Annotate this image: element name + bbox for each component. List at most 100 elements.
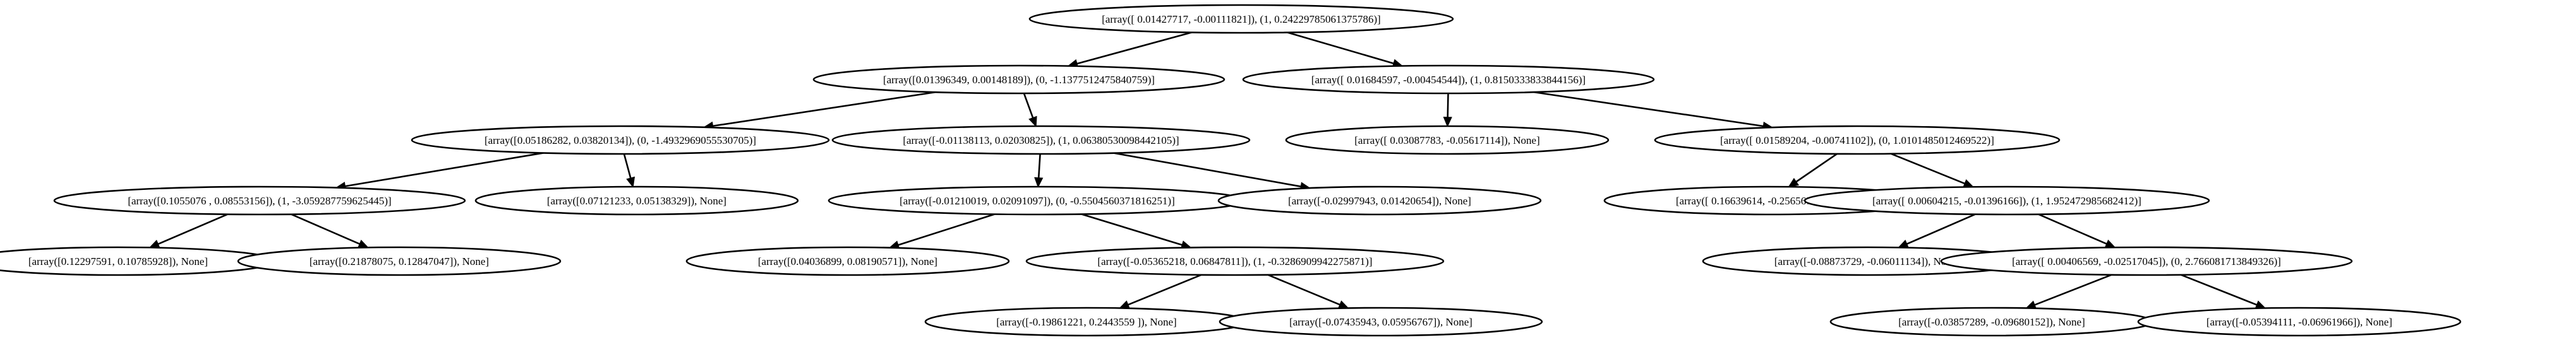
node-label: [array([-0.05394111, -0.06961966]), None… xyxy=(2206,316,2392,328)
edge-line xyxy=(1023,93,1034,119)
node-ellipse xyxy=(1803,185,2210,216)
tree-edge-n2-n6 xyxy=(1533,91,1774,131)
arrowhead-icon xyxy=(1788,177,1800,188)
node-label: [array([ 0.01589204, -0.00741102]), (0, … xyxy=(1720,134,1994,146)
tree-edge-n7-n14 xyxy=(291,213,370,249)
tree-nodes: [array([ 0.01427717, -0.00111821]), (1, … xyxy=(0,4,2462,337)
node-label: [array([-0.03857289, -0.09680152]), None… xyxy=(1898,316,2085,328)
edge-line xyxy=(1267,274,1340,306)
tree-edge-n12-n18 xyxy=(2038,213,2116,249)
node-label: [array([ 0.01427717, -0.00111821]), (1, … xyxy=(1102,13,1381,25)
edge-line xyxy=(1037,153,1041,179)
tree-edge-n18-n21 xyxy=(2025,274,2112,309)
node-label: [array([0.12297591, 0.10785928]), None] xyxy=(28,255,208,267)
node-ellipse xyxy=(1940,246,2353,276)
edge-line xyxy=(2181,274,2258,306)
arrowhead-icon xyxy=(1443,117,1452,127)
edge-line xyxy=(291,213,361,245)
node-label: [array([-0.19861221, 0.2443559 ]), None] xyxy=(996,316,1177,328)
node-label: [array([0.05186282, 0.03820134]), (0, -1… xyxy=(485,134,756,146)
node-ellipse xyxy=(1219,307,1543,337)
tree-edge-n3-n7 xyxy=(335,152,544,191)
arrowhead-icon xyxy=(626,176,635,188)
node-ellipse xyxy=(474,185,799,216)
edge-line xyxy=(1533,91,1764,127)
edge-line xyxy=(1906,213,1976,245)
edge-line xyxy=(2034,274,2112,306)
node-ellipse xyxy=(1028,4,1454,34)
edge-line xyxy=(1113,152,1301,187)
node-label: [array([-0.08873729, -0.06011134]), None… xyxy=(1774,255,1960,267)
node-label: [array([0.04036899, 0.08190571]), None] xyxy=(758,255,937,267)
tree-node-n10: [array([-0.02997943, 0.01420654]), None] xyxy=(1217,185,1542,216)
node-label: [array([-0.07435943, 0.05956767]), None] xyxy=(1289,316,1472,328)
edge-line xyxy=(713,91,936,127)
node-label: [array([0.21878075, 0.12847047]), None] xyxy=(310,255,489,267)
tree-edge-n4-n10 xyxy=(1113,152,1311,191)
tree-node-n12: [array([ 0.00604215, -0.01396166]), (1, … xyxy=(1803,185,2210,216)
arrowhead-icon xyxy=(1028,115,1037,127)
tree-node-n13: [array([0.12297591, 0.10785928]), None] xyxy=(0,246,277,276)
edge-line xyxy=(1795,153,1838,183)
tree-edge-n4-n9 xyxy=(1034,153,1044,188)
tree-node-n20: [array([-0.07435943, 0.05956767]), None] xyxy=(1219,307,1543,337)
edge-line xyxy=(2038,213,2107,245)
node-ellipse xyxy=(812,64,1225,95)
node-ellipse xyxy=(1242,64,1655,95)
tree-edge-n0-n1 xyxy=(1067,32,1192,68)
arrowhead-icon xyxy=(1034,177,1044,188)
tree-node-n16: [array([-0.05365218, 0.06847811]), (1, -… xyxy=(1025,246,1445,276)
edge-line xyxy=(623,153,632,179)
edge-line xyxy=(898,213,996,246)
node-ellipse xyxy=(411,125,830,155)
edge-line xyxy=(344,152,544,187)
tree-edge-n6-n11 xyxy=(1788,153,1838,188)
arrowhead-icon xyxy=(2104,239,2116,249)
tree-node-n19: [array([-0.19861221, 0.2443559 ]), None] xyxy=(924,307,1249,337)
tree-edge-n12-n17 xyxy=(1897,213,1976,249)
tree-node-n18: [array([ 0.00406569, -0.02517045]), (0, … xyxy=(1940,246,2353,276)
node-label: [array([-0.02997943, 0.01420654]), None] xyxy=(1288,195,1471,207)
tree-edge-n16-n20 xyxy=(1267,274,1349,309)
arrowhead-icon xyxy=(1897,239,1910,249)
tree-node-n3: [array([0.05186282, 0.03820134]), (0, -1… xyxy=(411,125,830,155)
node-label: [array([0.01396349, 0.00148189]), (0, -1… xyxy=(883,74,1155,86)
node-label: [array([-0.01138113, 0.02030825]), (1, 0… xyxy=(903,134,1179,146)
tree-edge-n18-n22 xyxy=(2181,274,2266,309)
arrowhead-icon xyxy=(148,240,160,249)
tree-edge-n1-n3 xyxy=(702,91,936,131)
edge-line xyxy=(1128,274,1202,306)
node-label: [array([ 0.03087783, -0.05617114]), None… xyxy=(1354,134,1539,146)
node-ellipse xyxy=(1285,125,1610,155)
tree-node-n5: [array([ 0.03087783, -0.05617114]), None… xyxy=(1285,125,1610,155)
edge-line xyxy=(1891,153,1965,185)
tree-edge-n7-n13 xyxy=(148,213,228,249)
tree-node-n0: [array([ 0.01427717, -0.00111821]), (1, … xyxy=(1028,4,1454,34)
arrowhead-icon xyxy=(1118,300,1131,309)
node-ellipse xyxy=(53,185,466,216)
node-ellipse xyxy=(237,246,562,276)
tree-node-n1: [array([0.01396349, 0.00148189]), (0, -1… xyxy=(812,64,1225,95)
tree-node-n2: [array([ 0.01684597, -0.00454544]), (1, … xyxy=(1242,64,1655,95)
node-ellipse xyxy=(831,125,1251,155)
tree-edge-n6-n12 xyxy=(1891,153,1975,188)
node-label: [array([-0.05365218, 0.06847811]), (1, -… xyxy=(1097,255,1372,267)
node-ellipse xyxy=(1654,125,2061,155)
arrowhead-icon xyxy=(1963,179,1975,188)
node-label: [array([0.07121233, 0.05138329]), None] xyxy=(547,195,726,207)
tree-edge-n3-n8 xyxy=(623,153,635,188)
tree-node-n21: [array([-0.03857289, -0.09680152]), None… xyxy=(1829,307,2154,337)
tree-edge-n2-n5 xyxy=(1443,93,1452,127)
edge-line xyxy=(1081,213,1183,246)
tree-node-n8: [array([0.07121233, 0.05138329]), None] xyxy=(474,185,799,216)
edge-line xyxy=(1287,32,1394,64)
node-label: [array([ 0.00406569, -0.02517045]), (0, … xyxy=(2012,255,2281,267)
tree-edge-n0-n2 xyxy=(1287,32,1404,68)
edge-line xyxy=(1076,32,1192,65)
node-label: [array([0.1055076 , 0.08553156]), (1, -3… xyxy=(128,195,391,207)
node-label: [array([-0.01210019, 0.02091097]), (0, -… xyxy=(900,195,1175,207)
tree-node-n15: [array([0.04036899, 0.08190571]), None] xyxy=(685,246,1010,276)
tree-edge-n16-n19 xyxy=(1118,274,1202,309)
node-ellipse xyxy=(1025,246,1445,276)
